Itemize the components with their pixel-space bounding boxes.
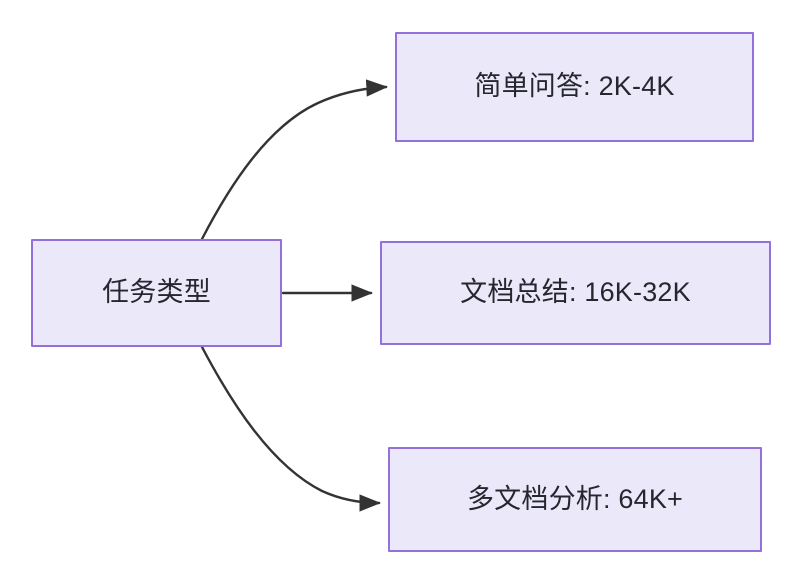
node-task-type-label: 任务类型 <box>102 277 211 308</box>
node-simple-qa[interactable]: 简单问答: 2K-4K <box>395 32 754 142</box>
node-doc-summary[interactable]: 文档总结: 16K-32K <box>380 241 771 345</box>
node-doc-summary-label: 文档总结: 16K-32K <box>460 277 691 308</box>
node-multi-doc[interactable]: 多文档分析: 64K+ <box>388 447 762 552</box>
node-simple-qa-label: 简单问答: 2K-4K <box>474 71 675 102</box>
node-task-type[interactable]: 任务类型 <box>31 239 282 347</box>
edge-task-type-to-simple-qa <box>200 79 388 241</box>
node-multi-doc-label: 多文档分析: 64K+ <box>466 483 683 514</box>
edge-task-type-to-multi-doc <box>200 345 381 512</box>
